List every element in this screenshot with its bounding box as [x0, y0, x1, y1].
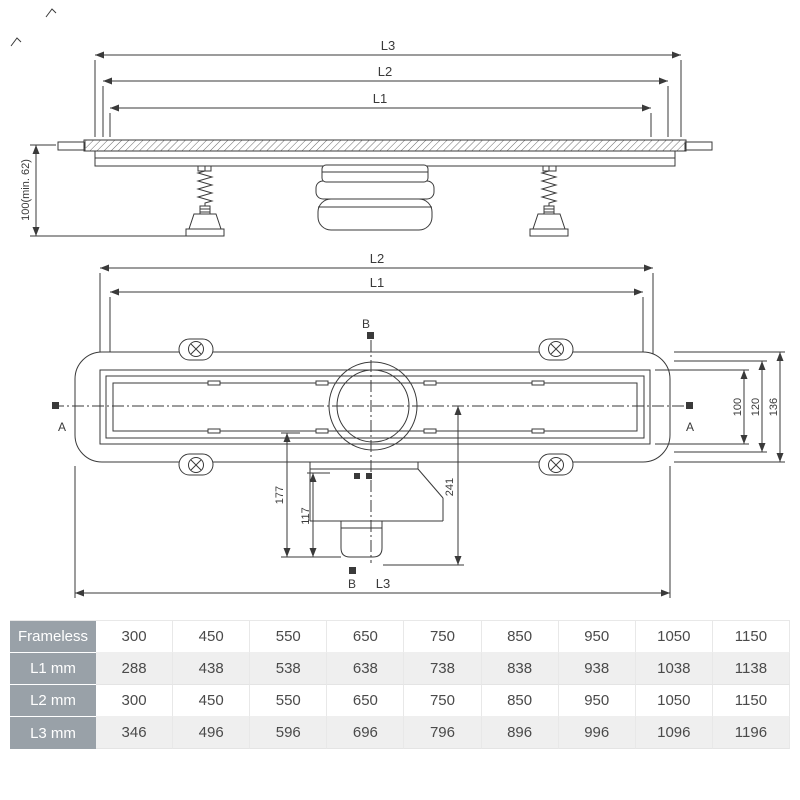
plan-dim-117: [307, 472, 330, 557]
finish-mark-icon: [10, 8, 57, 47]
side-view: [10, 8, 713, 237]
channel-grate: [99, 369, 651, 445]
table-cell: 1138: [712, 653, 790, 685]
table-cell: 796: [404, 717, 482, 749]
section-marker-a-right: [686, 402, 693, 409]
table-cell: 650: [327, 685, 405, 717]
row-label: L1 mm: [10, 653, 96, 685]
table-cell: 300: [96, 621, 174, 653]
table-cell: 696: [327, 717, 405, 749]
plan-dim-label-117: 117: [300, 507, 312, 525]
section-label-a-left: A: [58, 420, 66, 434]
side-dim-l3: [94, 51, 682, 137]
plan-dim-label-177: 177: [274, 486, 286, 504]
plan-dim-241: [383, 406, 464, 566]
table-cell: 596: [250, 717, 328, 749]
plan-dim-label-136: 136: [768, 398, 780, 416]
section-marker-b-top: [367, 332, 374, 339]
table-cell: 950: [558, 685, 636, 717]
table-cell: 346: [96, 717, 174, 749]
table-cell: 638: [327, 653, 405, 685]
table-cell: 1050: [635, 621, 713, 653]
plan-dim-label-l3: L3: [376, 576, 390, 591]
mounting-ear-top-left: [178, 338, 214, 361]
table-cell: 1050: [635, 685, 713, 717]
drain-trap-plan: [309, 462, 444, 558]
plan-width-dims: [655, 351, 785, 463]
table-cell: 938: [558, 653, 636, 685]
plan-dim-label-120: 120: [750, 398, 762, 416]
side-dim-label-l1: L1: [373, 91, 387, 106]
table-cell: 650: [327, 621, 405, 653]
table-cell: 750: [404, 621, 482, 653]
side-dim-label-height: 100(min. 62): [20, 159, 32, 221]
row-label: L2 mm: [10, 685, 96, 717]
table-cell: 838: [481, 653, 559, 685]
table-cell: 288: [96, 653, 174, 685]
section-marker-a-left: [52, 402, 59, 409]
plan-dim-label-100: 100: [732, 398, 744, 416]
plan-dim-l2: [99, 264, 654, 367]
technical-drawing: L3 L2 L1 100(min. 62): [10, 8, 785, 598]
table-cell: 496: [173, 717, 251, 749]
table-cell: 538: [250, 653, 328, 685]
side-dim-l2: [102, 77, 669, 137]
table-cell: 850: [481, 621, 559, 653]
table-cell: 738: [404, 653, 482, 685]
plan-dim-label-l1: L1: [370, 275, 384, 290]
drain-trap-side: [315, 164, 435, 231]
side-dim-height: [30, 144, 186, 237]
section-label-b-bottom: B: [348, 577, 356, 591]
table-cell: 850: [481, 685, 559, 717]
channel-side: [57, 139, 713, 172]
table-cell: 1196: [712, 717, 790, 749]
adjustable-foot-right: [529, 166, 569, 237]
side-dim-l1: [109, 104, 652, 137]
mounting-ear-bottom-right: [538, 453, 574, 476]
table-cell: 550: [250, 621, 328, 653]
section-label-b-top: B: [362, 317, 370, 331]
table-cell: 1038: [635, 653, 713, 685]
mounting-ear-bottom-left: [178, 453, 214, 476]
table-cell: 438: [173, 653, 251, 685]
plan-view: [52, 264, 785, 598]
section-marker-b-bottom: [349, 567, 356, 574]
row-label: Frameless: [10, 621, 96, 653]
table-cell: 450: [173, 621, 251, 653]
table-cell: 896: [481, 717, 559, 749]
adjustable-foot-left: [185, 166, 225, 237]
table-cell: 450: [173, 685, 251, 717]
section-label-a-right: A: [686, 420, 694, 434]
table-cell: 950: [558, 621, 636, 653]
table-cell: 300: [96, 685, 174, 717]
row-label: L3 mm: [10, 717, 96, 749]
table-cell: 1150: [712, 685, 790, 717]
plan-dim-label-l2: L2: [370, 251, 384, 266]
side-dim-label-l2: L2: [378, 64, 392, 79]
table-cell: 750: [404, 685, 482, 717]
plan-dim-label-241: 241: [444, 478, 456, 496]
table-cell: 550: [250, 685, 328, 717]
table-cell: 1096: [635, 717, 713, 749]
plan-dim-l3: [74, 466, 671, 598]
mounting-ear-top-right: [538, 338, 574, 361]
side-dim-label-l3: L3: [381, 38, 395, 53]
table-cell: 1150: [712, 621, 790, 653]
table-cell: 996: [558, 717, 636, 749]
plan-dim-177: [281, 432, 341, 558]
